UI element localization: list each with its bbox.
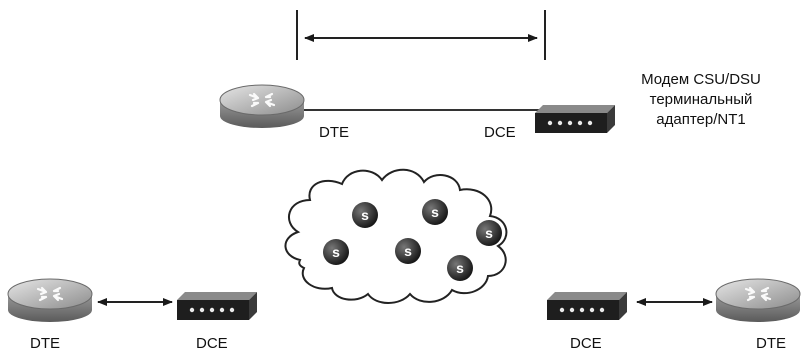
svg-text:s: s [332,244,340,260]
dce-device-icon [177,292,257,320]
dce-device-icon [535,105,615,133]
svg-text:s: s [431,204,439,220]
switch-icon: s [447,255,473,281]
network-cloud [284,168,508,304]
caption-line-3: адаптер/NT1 [656,111,746,128]
svg-text:s: s [485,225,493,241]
device-caption: Модем CSU/DSU терминальный адаптер/NT1 [612,70,790,130]
bottom-right-dce-label: DCE [570,335,602,352]
span-indicator [296,10,546,60]
switch-icon: s [352,202,378,228]
bottom-right-dte-label: DTE [756,335,786,352]
top-dce-label: DCE [484,124,516,141]
switches: s s s s s s [323,199,502,281]
switch-icon: s [476,220,502,246]
bottom-left-dce-label: DCE [196,335,228,352]
switch-icon: s [395,238,421,264]
top-dte-label: DTE [319,124,349,141]
router-icon [219,84,305,128]
dce-device-icon [547,292,627,320]
router-icon [7,278,93,322]
svg-text:s: s [361,207,369,223]
router-icon [715,278,801,322]
svg-text:s: s [404,243,412,259]
caption-line-1: Модем CSU/DSU [641,71,761,88]
switch-icon: s [323,239,349,265]
svg-text:s: s [456,260,464,276]
switch-icon: s [422,199,448,225]
caption-line-2: терминальный [649,91,753,108]
bottom-left-dte-label: DTE [30,335,60,352]
